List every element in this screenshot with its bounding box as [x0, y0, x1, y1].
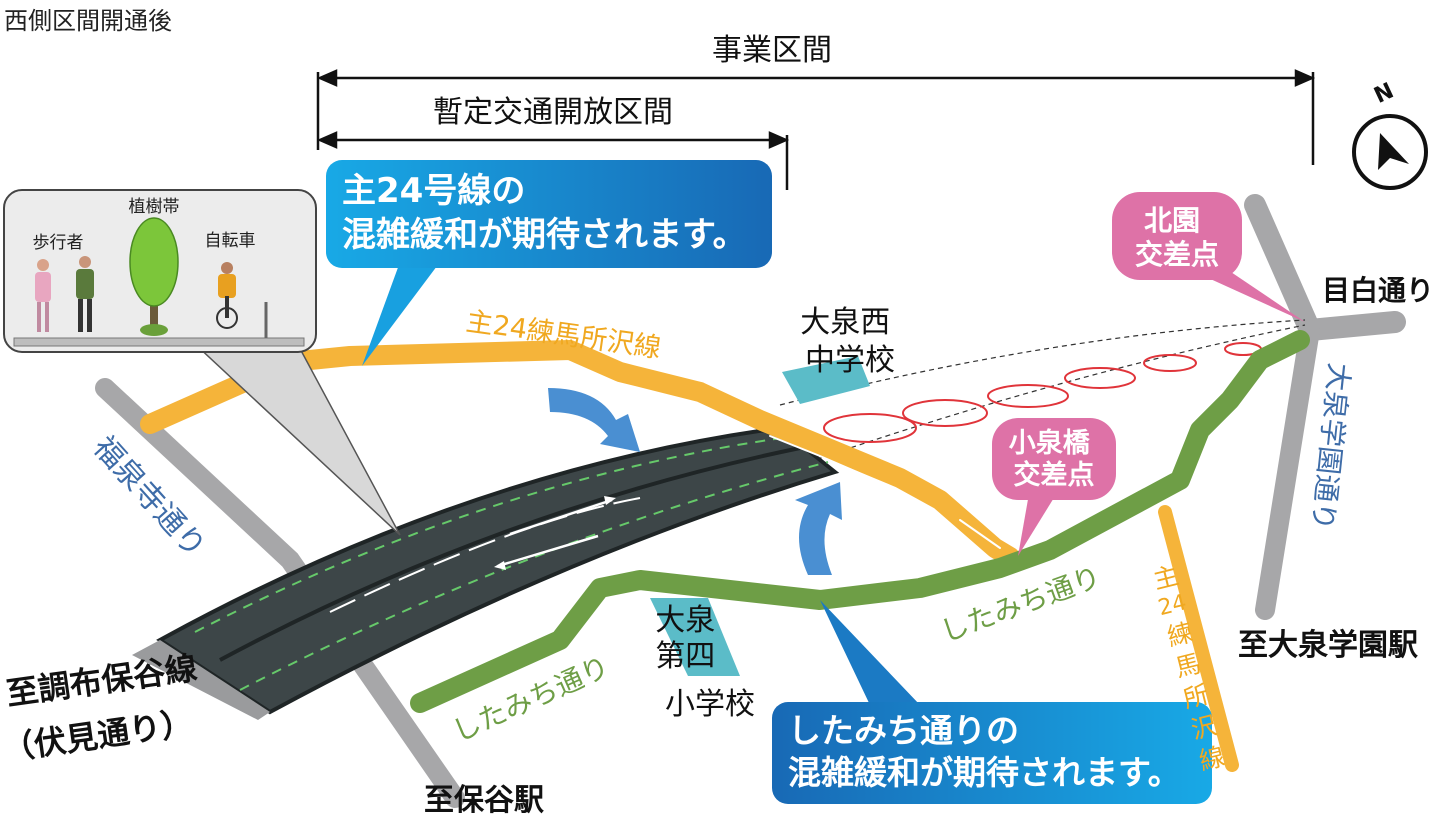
route24-road [140, 340, 1239, 772]
shitamichi-callout [772, 600, 1212, 804]
mejiro-road [1244, 194, 1406, 342]
shitamichi-road [410, 330, 1310, 713]
school-west-jhs-label: 大泉西 中学校 [800, 305, 900, 378]
fukusenji-label: 福泉寺通り [86, 430, 212, 565]
route24-callout [326, 160, 772, 366]
fukusenji-road [95, 378, 465, 808]
destination-chofu-hoya: 至調布保谷線 [4, 649, 199, 713]
school-dai4-area [650, 598, 740, 676]
svg-text:24: 24 [1156, 590, 1189, 621]
flow-arrow-down [548, 388, 640, 452]
provisional-section-label: 暫定交通開放区間 [433, 95, 673, 130]
flow-arrows [548, 388, 842, 575]
schools [650, 356, 870, 676]
project-section-label: 事業区間 [712, 33, 832, 68]
kitazono-intersection-label: 北園 交差点 [1135, 204, 1219, 271]
school-west-jhs-area [782, 356, 870, 404]
new-road [132, 425, 840, 720]
flow-arrow-up [795, 482, 842, 575]
inset-label-planting: 植樹帯 [129, 197, 180, 217]
tree-icon [129, 217, 179, 336]
oizumi-gakuen-road [1255, 320, 1320, 620]
north-arrow-icon [1352, 114, 1428, 190]
koizumibashi-intersection-bubble [992, 418, 1116, 556]
inset-label-pedestrian: 歩行者 [33, 233, 84, 253]
mejiro-label: 目白通り [1322, 274, 1434, 307]
destination-fushimi: （伏見通り） [0, 704, 195, 768]
compass-label: N [1371, 78, 1398, 108]
bicycle-icon [216, 262, 238, 329]
pedestrian-icon [35, 256, 94, 332]
kitazono-intersection-bubble [1112, 192, 1305, 322]
route24-callout-text: 主24号線の 混雑緩和が期待されます。 [342, 171, 747, 255]
page-title: 西側区間開通後 [4, 7, 172, 35]
cross-section-inset [3, 189, 401, 536]
koizumibashi-intersection-label: 小泉橋 交差点 [1009, 427, 1099, 491]
destination-hoya-station: 至保谷駅 [424, 783, 544, 818]
destination-oizumi-gakuen-station: 至大泉学園駅 [1238, 628, 1418, 663]
school-dai4-label: 大泉 第四 小学校 [655, 603, 755, 722]
project-section-span [316, 69, 1316, 190]
inset-label-bicycle: 自転車 [205, 231, 256, 251]
grey-roads [95, 194, 1406, 808]
shitamichi-left-label: したみち通り [447, 650, 614, 748]
shitamichi-callout-text: したみち通りの 混雑緩和が期待されます。 [788, 711, 1181, 792]
oizumi-gakuen-label: 大泉学園通り [1305, 361, 1355, 532]
